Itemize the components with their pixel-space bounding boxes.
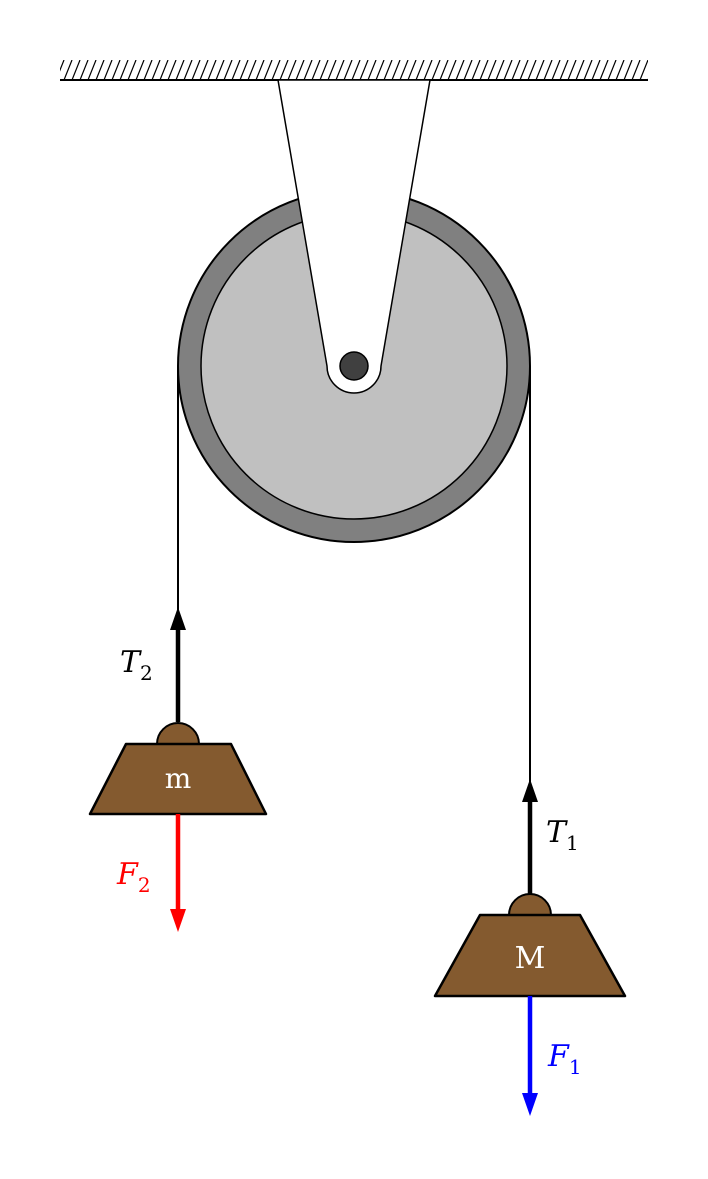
tension-label-left: T2 — [120, 645, 153, 685]
tension-arrowhead-left — [170, 607, 186, 630]
left-mass-body — [88, 742, 268, 816]
right-mass-group: T1 M F1 — [433, 779, 627, 1116]
ceiling — [60, 60, 648, 81]
left-mass-knob — [155, 722, 201, 745]
pulley-axle — [339, 351, 369, 381]
right-mass-body — [433, 913, 627, 998]
left-mass-group: T2 m F2 — [88, 607, 268, 932]
force-arrowhead-left — [170, 909, 186, 932]
force-label-right: F1 — [547, 1039, 582, 1079]
right-mass-label: M — [515, 941, 546, 976]
left-mass-label: m — [165, 762, 192, 795]
right-mass-knob — [507, 893, 553, 916]
tension-arrowhead-right — [522, 779, 538, 802]
tension-label-right: T1 — [546, 815, 579, 855]
ceiling-hatching — [60, 60, 648, 80]
force-label-left: F2 — [116, 857, 151, 897]
force-arrowhead-right — [522, 1093, 538, 1116]
pulley-bracket — [277, 79, 431, 394]
